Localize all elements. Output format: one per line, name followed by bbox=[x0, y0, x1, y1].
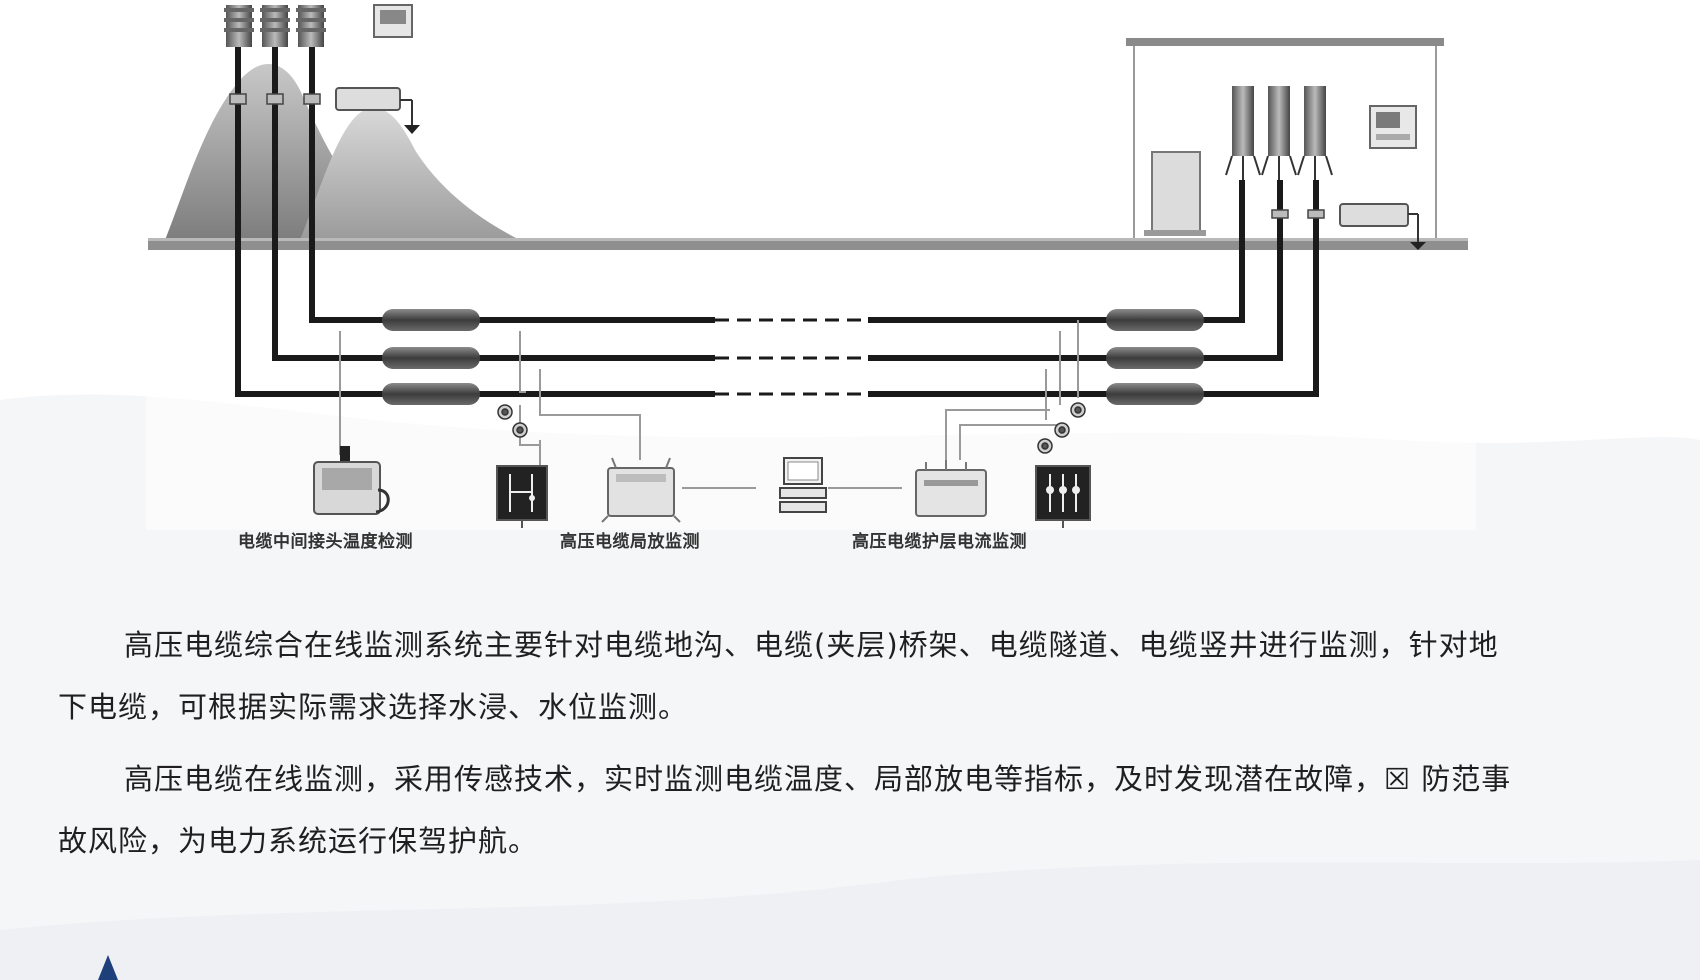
signal-lines bbox=[339, 320, 1079, 489]
grounding-switch-box-icon bbox=[1035, 465, 1091, 528]
door-icon bbox=[1144, 151, 1206, 236]
terminal-pole-icon bbox=[1261, 86, 1297, 180]
paragraph-1-line-2: 下电缆，可根据实际需求选择水浸、水位监测。 bbox=[58, 690, 689, 724]
left-terminal-poles bbox=[224, 4, 420, 134]
temperature-sensor-icon bbox=[313, 446, 390, 515]
cable-joint-icon bbox=[1106, 309, 1204, 331]
monitor-panel-icon bbox=[1369, 105, 1417, 149]
terminal-pole-icon bbox=[296, 5, 326, 47]
monitor-panel-icon bbox=[373, 4, 413, 38]
ct-clamp-icon bbox=[1070, 402, 1086, 418]
cable-joint-icon bbox=[1106, 347, 1204, 369]
ct-clamps bbox=[497, 402, 1086, 454]
sheath-current-box-icon bbox=[915, 460, 987, 517]
cable-joint-icon bbox=[382, 309, 480, 331]
computer-workstation-icon bbox=[779, 457, 827, 513]
cable-joint-icon bbox=[382, 347, 480, 369]
cable-joints bbox=[382, 309, 1204, 405]
grounding-box-icon bbox=[335, 87, 420, 134]
cables bbox=[235, 47, 1319, 397]
pd-monitor-box-icon bbox=[601, 457, 681, 523]
paragraph-1-line-1: 高压电缆综合在线监测系统主要针对电缆地沟、电缆(夹层)桥架、电缆隧道、电缆竖井进… bbox=[124, 628, 1499, 662]
cable-clamps bbox=[229, 93, 1325, 219]
caption-sheath-current: 高压电缆护层电流监测 bbox=[852, 532, 1027, 552]
terminal-pole-icon bbox=[260, 5, 290, 47]
ct-clamp-icon bbox=[497, 404, 513, 420]
caption-joint-temperature: 电缆中间接头温度检测 bbox=[238, 532, 413, 552]
substation-building bbox=[1126, 38, 1444, 250]
logo-mark-icon bbox=[98, 955, 118, 980]
paragraph-2: 高压电缆在线监测，采用传感技术，实时监测电缆温度、局部放电等指标，及时发现潜在故… bbox=[58, 748, 1578, 872]
ct-clamp-icon bbox=[1054, 422, 1070, 438]
cable-joint-icon bbox=[382, 383, 480, 405]
ct-clamp-icon bbox=[512, 422, 528, 438]
terminal-pole-icon bbox=[224, 5, 254, 47]
sheath-ground-box-icon bbox=[496, 465, 548, 528]
cable-joint-icon bbox=[1106, 383, 1204, 405]
caption-partial-discharge: 高压电缆局放监测 bbox=[560, 532, 700, 552]
ct-clamp-icon bbox=[1037, 438, 1053, 454]
paragraph-2-line-1: 高压电缆在线监测，采用传感技术，实时监测电缆温度、局部放电等指标，及时发现潜在故… bbox=[124, 762, 1512, 796]
paragraph-1: 高压电缆综合在线监测系统主要针对电缆地沟、电缆(夹层)桥架、电缆隧道、电缆竖井进… bbox=[58, 614, 1578, 738]
terminal-pole-icon bbox=[1225, 86, 1261, 180]
paragraph-2-line-2: 故风险，为电力系统运行保驾护航。 bbox=[58, 824, 539, 858]
grounding-box-icon bbox=[1339, 203, 1426, 250]
mountains bbox=[165, 63, 520, 241]
cable-monitoring-diagram bbox=[148, 4, 1468, 528]
terminal-pole-icon bbox=[1297, 86, 1333, 180]
